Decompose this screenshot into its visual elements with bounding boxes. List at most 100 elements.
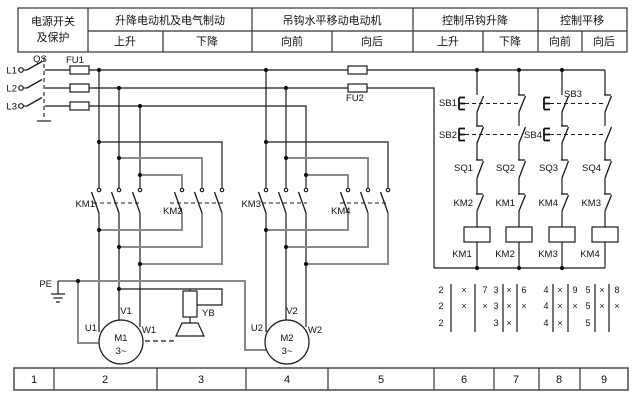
m2-terminal-u2: U2 bbox=[251, 323, 263, 334]
m2-name: M2 bbox=[280, 333, 293, 344]
ct-cell: × bbox=[614, 301, 619, 311]
zone-6: 6 bbox=[461, 374, 467, 386]
fuse-fu2-b bbox=[347, 83, 368, 93]
fuse-fu2-a bbox=[347, 65, 368, 75]
qs-label: QS bbox=[33, 54, 47, 65]
pe-earthing: PE bbox=[39, 279, 267, 351]
motor-m2: M2 3~ U2 V2 W2 bbox=[251, 306, 322, 365]
ct-cell: 8 bbox=[614, 285, 619, 295]
ct-cell: 2 bbox=[438, 301, 443, 311]
coil-km3-label: KM3 bbox=[538, 249, 558, 260]
ct-cell: × bbox=[557, 285, 562, 295]
sq3-label: SQ3 bbox=[539, 163, 558, 174]
ct-cell: × bbox=[461, 285, 466, 295]
coil-km1-label: KM1 bbox=[452, 249, 472, 260]
zone-4: 4 bbox=[284, 374, 290, 386]
m1-type: 3~ bbox=[116, 346, 127, 357]
sq2-label: SQ2 bbox=[496, 163, 515, 174]
km4-main-label: KM4 bbox=[331, 206, 351, 217]
interlock-km3-label: KM3 bbox=[581, 198, 601, 209]
ct-cell: 2 bbox=[438, 318, 443, 328]
coil-km3 bbox=[548, 226, 576, 243]
ct-cell: × bbox=[599, 301, 604, 311]
m1-name: M1 bbox=[114, 333, 127, 344]
line-label-l2: L2 bbox=[6, 84, 17, 95]
ct-cell: 6 bbox=[521, 285, 526, 295]
ct-cell: 5 bbox=[585, 318, 590, 328]
header-group-travel: 吊钩水平移动电动机 bbox=[283, 13, 382, 27]
header-sub-down2: 下降 bbox=[499, 34, 521, 48]
main-contacts: KM1 KM2 KM3 KM4 bbox=[75, 187, 391, 217]
zone-3: 3 bbox=[198, 374, 204, 386]
motor-feeders bbox=[98, 213, 389, 332]
line-label-l1: L1 bbox=[6, 66, 17, 77]
header-sub-back2: 向后 bbox=[593, 34, 615, 48]
line-label-l3: L3 bbox=[6, 102, 17, 113]
coil-km2-label: KM2 bbox=[495, 249, 515, 260]
header-power-line2: 及保护 bbox=[37, 30, 70, 44]
brake-yb: YB bbox=[119, 288, 223, 342]
ct-cell: × bbox=[482, 301, 487, 311]
coil-km2 bbox=[505, 226, 533, 243]
m1-terminal-v1: V1 bbox=[120, 306, 132, 317]
zone-1: 1 bbox=[31, 374, 37, 386]
header-group-hoist: 升降电动机及电气制动 bbox=[115, 13, 225, 27]
ct-cell: × bbox=[557, 318, 562, 328]
ct-cell: 3 bbox=[493, 285, 498, 295]
pe-label: PE bbox=[39, 279, 52, 290]
km3-main-label: KM3 bbox=[241, 199, 261, 210]
sq1-label: SQ1 bbox=[454, 163, 473, 174]
ct-cell: 5 bbox=[585, 285, 590, 295]
header-group-hoist-ctrl: 控制吊钩升降 bbox=[442, 13, 508, 27]
header-group-travel-ctrl: 控制平移 bbox=[560, 13, 604, 27]
junction-dots bbox=[75, 67, 565, 292]
phase-buses bbox=[98, 70, 389, 188]
ct-cell: × bbox=[521, 301, 526, 311]
zone-strip: 1 2 3 4 5 6 7 8 9 bbox=[13, 367, 629, 391]
coil-km4 bbox=[591, 226, 619, 243]
ct-cell: × bbox=[572, 301, 577, 311]
sb1-label: SB1 bbox=[439, 98, 457, 109]
header-sub-up1: 上升 bbox=[114, 35, 136, 48]
ct-cell: × bbox=[506, 318, 511, 328]
m2-terminal-w2: W2 bbox=[308, 325, 322, 336]
header-sub-down1: 下降 bbox=[196, 34, 218, 48]
zone-5: 5 bbox=[378, 374, 384, 386]
qs-blade-3 bbox=[26, 96, 43, 107]
ct-cell: × bbox=[557, 301, 562, 311]
zone-2: 2 bbox=[102, 374, 108, 386]
ct-cell: × bbox=[506, 285, 511, 295]
ct-cell: 2 bbox=[438, 285, 443, 295]
motor-m1: M1 3~ U1 V1 W1 bbox=[85, 306, 156, 365]
km1-main-label: KM1 bbox=[75, 199, 95, 210]
sb1-actuator-icon bbox=[458, 96, 465, 111]
control-circuit: SB1 SB2 SB3 SB4 SQ1 SQ2 SQ3 SQ4 KM2 KM1 … bbox=[434, 70, 619, 269]
interlock-km2-label: KM2 bbox=[453, 198, 473, 209]
header-sub-up2: 上升 bbox=[437, 35, 459, 48]
fuse-fu1-a bbox=[69, 65, 90, 75]
fu2-label: FU2 bbox=[346, 93, 364, 104]
zone-7: 7 bbox=[513, 374, 519, 386]
fuse-fu1-c bbox=[69, 101, 90, 111]
ct-cell: × bbox=[599, 285, 604, 295]
header-sub-fwd1: 向前 bbox=[281, 34, 303, 48]
header-power-line1: 电源开关 bbox=[31, 14, 75, 28]
sb4-label: SB4 bbox=[524, 130, 542, 141]
km2-main-label: KM2 bbox=[163, 206, 183, 217]
zone-8: 8 bbox=[556, 374, 562, 386]
yb-solenoid bbox=[182, 290, 198, 318]
interlock-km1-label: KM1 bbox=[495, 198, 515, 209]
ct-cell: 4 bbox=[543, 318, 548, 328]
ct-cell: × bbox=[506, 301, 511, 311]
ct-cell: 3 bbox=[493, 318, 498, 328]
zone-9: 9 bbox=[601, 374, 607, 386]
interlock-km4-label: KM4 bbox=[538, 198, 558, 209]
fuse-fu1-b bbox=[69, 83, 90, 93]
ct-cell: 9 bbox=[572, 285, 577, 295]
fu1-label: FU1 bbox=[66, 55, 84, 66]
sq4-label: SQ4 bbox=[582, 163, 601, 174]
ct-cell: 4 bbox=[543, 285, 548, 295]
qs-blade-1 bbox=[26, 60, 43, 71]
contact-reference-table: 2 × 7 3 × 6 4 × 9 5 × 8 2 × × 3 × × 4 × … bbox=[438, 284, 620, 332]
